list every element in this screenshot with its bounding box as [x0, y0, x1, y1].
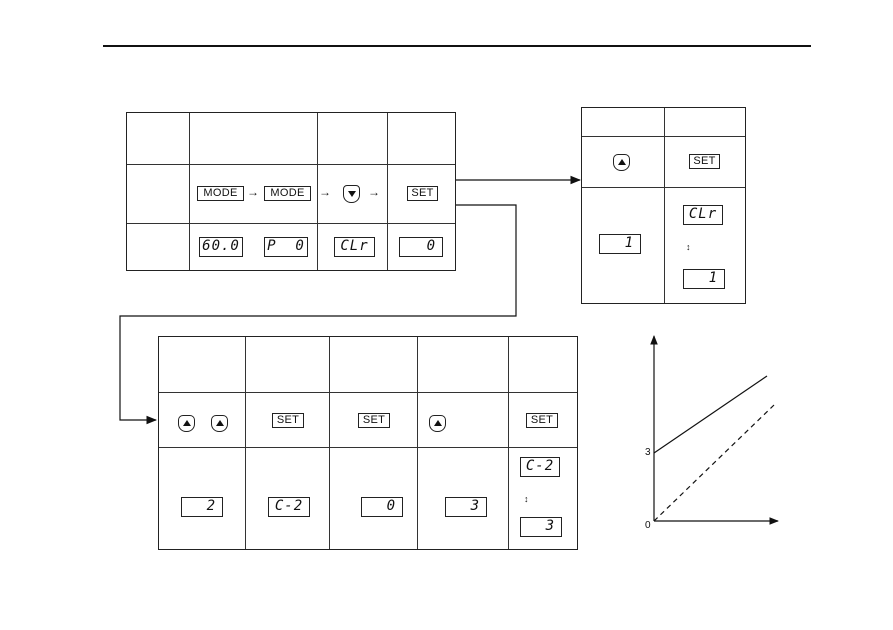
lcd-display: 3	[445, 497, 487, 517]
up-key-icon	[613, 154, 630, 171]
lcd-display: CLr	[683, 205, 723, 225]
lcd-display: 2	[181, 497, 223, 517]
down-key-icon	[343, 185, 360, 203]
arrow-right-icon: →	[368, 185, 380, 199]
set-key: SET	[526, 413, 558, 428]
header-rule	[103, 45, 811, 47]
lcd-display: 0	[399, 237, 443, 257]
set-key: SET	[407, 186, 438, 201]
lcd-display: C-2	[268, 497, 310, 517]
lcd-display: C-2	[520, 457, 560, 477]
lcd-display: 1	[683, 269, 725, 289]
lcd-display: P 0	[264, 237, 308, 257]
up-key-icon	[211, 415, 228, 432]
set-key: SET	[358, 413, 390, 428]
table-bottom: SET SET SET 2 C-2 0 3 C-2 ↕ 3	[158, 336, 578, 550]
graph-dashed-line	[653, 404, 775, 522]
lcd-display: 3	[520, 517, 562, 537]
set-key: SET	[272, 413, 304, 428]
mode-key: MODE	[264, 186, 311, 201]
set-key: SET	[689, 154, 720, 169]
graph-tick-3: 3	[645, 447, 651, 458]
toggle-arrow-icon: ↕	[524, 494, 529, 504]
graph-solid-line	[653, 375, 768, 454]
mode-key: MODE	[197, 186, 244, 201]
table-top-left: MODE → MODE → → SET 60.0 P 0 CLr 0	[126, 112, 456, 271]
up-key-icon	[178, 415, 195, 432]
up-key-icon	[429, 415, 446, 432]
arrow-right-icon: →	[319, 185, 331, 199]
lcd-display: 1	[599, 234, 641, 254]
lcd-display: 60.0	[199, 237, 243, 257]
toggle-arrow-icon: ↕	[686, 242, 691, 252]
lcd-display: CLr	[334, 237, 375, 257]
arrow-right-icon: →	[247, 185, 259, 199]
graph-tick-0: 0	[645, 520, 651, 531]
table-top-right: SET 1 CLr ↕ 1	[581, 107, 746, 304]
lcd-display: 0	[361, 497, 403, 517]
